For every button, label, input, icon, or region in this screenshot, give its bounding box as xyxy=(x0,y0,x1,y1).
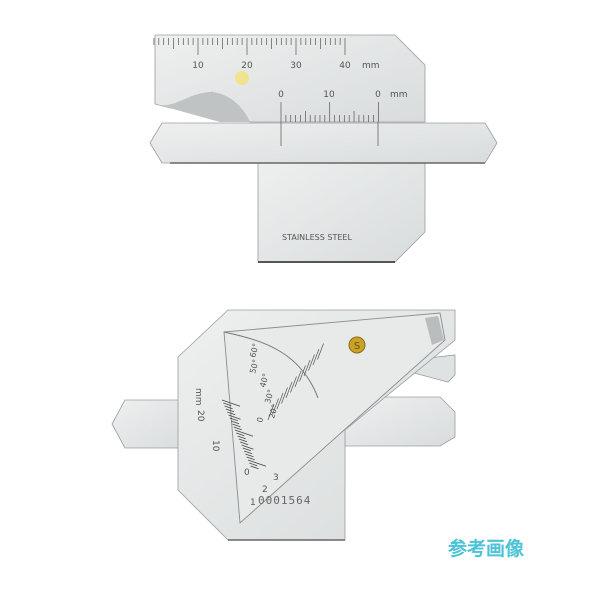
tick-mark xyxy=(299,365,306,382)
angle-scale-ticks xyxy=(267,343,324,421)
tick-mark xyxy=(230,420,240,425)
main-scale-label: 20 xyxy=(241,61,253,71)
arm-tip xyxy=(425,316,444,345)
tick-mark xyxy=(294,370,302,388)
tick-mark xyxy=(237,435,246,440)
tick-mark xyxy=(243,450,253,455)
thickness-mark: 3 xyxy=(273,473,279,483)
tick-mark xyxy=(238,438,248,443)
sub-scale-ticks xyxy=(280,102,379,122)
tick-mark xyxy=(228,414,241,420)
scale-label: 0 xyxy=(244,468,250,478)
tick-mark xyxy=(232,423,241,428)
tick-mark xyxy=(233,426,242,431)
angle-label: 0 xyxy=(255,416,265,423)
tick-mark xyxy=(272,398,279,415)
tick-mark xyxy=(221,399,241,407)
tick-mark xyxy=(240,441,249,446)
main-scale-label: 10 xyxy=(192,61,204,71)
tick-mark xyxy=(312,348,320,366)
tick-mark xyxy=(249,462,258,467)
sub-scale-label: 10 xyxy=(323,90,335,100)
tick-mark xyxy=(227,411,236,416)
tick-mark xyxy=(303,359,311,377)
tick-mark xyxy=(267,403,275,421)
tick-mark xyxy=(246,456,255,461)
tick-mark xyxy=(285,381,293,399)
material-label: STAINLESS STEEL xyxy=(282,233,352,242)
tick-mark xyxy=(234,429,254,437)
brass-screw xyxy=(348,336,366,354)
tick-mark xyxy=(250,465,259,470)
thickness-mark: 2 xyxy=(262,485,268,495)
main-scale-ticks xyxy=(153,38,346,55)
angle-label: 20° xyxy=(267,403,279,419)
horizontal-bar xyxy=(149,122,498,164)
sub-scale-label: 0 xyxy=(375,90,381,100)
bottom-gauge: S mm 20 10 0 0 20° 30° 40° 50° 60° 1 2 3… xyxy=(111,309,456,541)
mm-scale-ticks xyxy=(221,399,267,470)
scale-unit: mm xyxy=(193,388,203,406)
tick-mark xyxy=(308,354,315,371)
sub-scale-unit: mm xyxy=(390,90,408,100)
tick-mark xyxy=(281,387,288,404)
thickness-mark: 1 xyxy=(250,498,256,508)
tick-mark xyxy=(225,408,235,413)
tick-mark xyxy=(229,417,238,422)
tick-mark xyxy=(223,402,232,407)
tick-mark xyxy=(241,444,254,450)
tick-mark xyxy=(245,453,254,458)
tick-mark xyxy=(224,405,233,410)
main-scale-unit: mm xyxy=(362,61,380,71)
tick-mark xyxy=(247,459,267,467)
tick-mark xyxy=(236,432,245,437)
tick-mark xyxy=(290,376,297,393)
tick-mark xyxy=(317,343,324,360)
curved-cutout xyxy=(155,92,250,122)
main-scale-label: 40 xyxy=(339,61,351,71)
watermark: 参考画像 xyxy=(448,537,525,560)
main-scale-label: 30 xyxy=(290,61,302,71)
angle-label: 50° xyxy=(248,358,260,374)
scale-label: 20 xyxy=(195,410,205,422)
top-gauge: 10 20 30 40 mm 0 10 0 mm STAINLESS STEEL xyxy=(149,34,498,263)
tick-mark xyxy=(242,447,251,452)
angle-label: 60° xyxy=(248,342,260,358)
tick-mark xyxy=(276,392,284,410)
angle-label: 30° xyxy=(263,388,275,404)
lower-plate xyxy=(257,159,426,263)
sub-scale-label: 0 xyxy=(278,90,284,100)
scale-label: 10 xyxy=(210,440,220,452)
screw-slot-icon: S xyxy=(354,341,360,352)
angle-label: 40° xyxy=(258,372,270,388)
yellow-dot xyxy=(235,71,249,85)
serial-number: 0001564 xyxy=(258,494,311,507)
pivot-arm xyxy=(223,312,446,524)
